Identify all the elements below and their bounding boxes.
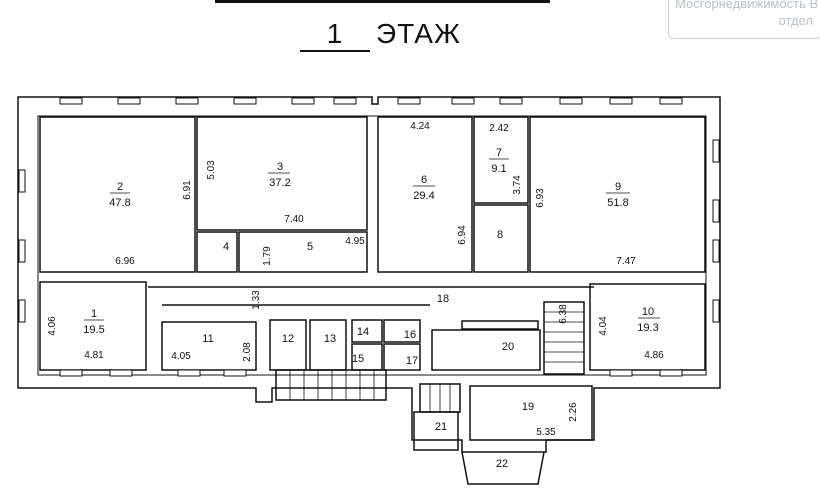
dim-6-91: 6.91 bbox=[182, 180, 193, 200]
room-1-area: 19.5 bbox=[83, 324, 104, 336]
room-9-outline bbox=[529, 116, 706, 273]
dim-3-74: 3.74 bbox=[512, 175, 523, 195]
room-16-number: 16 bbox=[404, 329, 416, 341]
room-20-number: 20 bbox=[502, 341, 514, 353]
dim-6-94: 6.94 bbox=[457, 225, 468, 245]
room-4-number: 4 bbox=[223, 241, 229, 253]
dim-1-33: 1.33 bbox=[251, 290, 262, 310]
dim-4-81: 4.81 bbox=[84, 350, 104, 361]
room-22-number: 22 bbox=[496, 458, 508, 470]
room-19-number: 19 bbox=[522, 401, 534, 413]
floor-number: 1 bbox=[300, 18, 370, 52]
room-10-outline bbox=[589, 283, 706, 371]
room-21-number: 21 bbox=[435, 421, 447, 433]
room-2-number: 2 bbox=[117, 181, 123, 193]
room-8-number: 8 bbox=[497, 229, 503, 241]
room-15-number: 15 bbox=[352, 353, 364, 365]
dim-4-05: 4.05 bbox=[171, 351, 191, 362]
room-8-outline bbox=[473, 204, 529, 273]
dim-6-38: 6.38 bbox=[558, 304, 569, 324]
room-4-outline bbox=[196, 231, 238, 273]
room-3-area: 37.2 bbox=[269, 177, 290, 189]
room-12-outline bbox=[269, 319, 307, 371]
room-18-number: 18 bbox=[437, 293, 449, 305]
room-1-number: 1 bbox=[91, 308, 97, 320]
stairs-main bbox=[543, 301, 585, 375]
room-1-outline bbox=[39, 281, 147, 371]
room-13-outline bbox=[309, 319, 347, 371]
room-16-outline bbox=[383, 319, 421, 343]
top-rule-line bbox=[215, 0, 550, 3]
dim-6-93: 6.93 bbox=[535, 188, 546, 208]
dim-5-03: 5.03 bbox=[206, 160, 217, 180]
dim-4-04: 4.04 bbox=[598, 316, 609, 336]
room-19-outline bbox=[469, 385, 593, 441]
room-7-area: 9.1 bbox=[491, 163, 506, 175]
room-17-outline bbox=[383, 343, 421, 371]
room-13-number: 13 bbox=[324, 333, 336, 345]
room-6-area: 29.4 bbox=[413, 190, 434, 202]
room-7-number: 7 bbox=[496, 147, 502, 159]
room-3-number: 3 bbox=[277, 161, 283, 173]
stamp-line-1: Мосгорнедвижимость В bbox=[675, 0, 819, 11]
room-5-outline bbox=[238, 231, 368, 273]
dim-7-40: 7.40 bbox=[284, 214, 304, 225]
room-6-outline bbox=[377, 116, 473, 273]
dim-4-06: 4.06 bbox=[47, 316, 58, 336]
room-11-outline bbox=[161, 321, 257, 371]
room-11-number: 11 bbox=[202, 333, 213, 345]
outer-wall bbox=[17, 96, 721, 453]
room-3-outline bbox=[196, 116, 368, 231]
stair-treads bbox=[289, 311, 584, 412]
room-9-area: 51.8 bbox=[607, 197, 628, 209]
dim-2-08: 2.08 bbox=[242, 342, 253, 362]
room-5-number: 5 bbox=[307, 241, 313, 253]
dim-1-79: 1.79 bbox=[262, 246, 273, 266]
area-fraction-bars bbox=[84, 158, 660, 321]
room-20-outline bbox=[431, 329, 541, 371]
dim-2-26: 2.26 bbox=[568, 402, 579, 422]
room-9-number: 9 bbox=[615, 181, 621, 193]
room-14-outline bbox=[351, 319, 383, 343]
stairs-lower bbox=[275, 369, 387, 401]
dim-7-47: 7.47 bbox=[616, 256, 636, 267]
room-14-number: 14 bbox=[357, 326, 369, 338]
faded-stamp: Мосгорнедвижимость В отдел bbox=[668, 0, 820, 39]
dim-2-42: 2.42 bbox=[489, 123, 509, 134]
dim-4-86: 4.86 bbox=[644, 350, 664, 361]
entrance-porch bbox=[461, 451, 545, 485]
room-7-outline bbox=[473, 116, 529, 204]
room-12-number: 12 bbox=[282, 333, 294, 345]
dim-5-35: 5.35 bbox=[536, 427, 556, 438]
inner-wall bbox=[37, 115, 707, 376]
room-2-outline bbox=[39, 116, 196, 273]
stamp-line-2: отдел bbox=[778, 13, 813, 28]
room-17-number: 17 bbox=[406, 355, 418, 367]
room-2-area: 47.8 bbox=[109, 197, 130, 209]
dim-4-24: 4.24 bbox=[410, 121, 430, 132]
room-6-number: 6 bbox=[421, 174, 427, 186]
floor-label: ЭТАЖ bbox=[376, 18, 461, 49]
dim-6-96: 6.96 bbox=[115, 256, 135, 267]
windows bbox=[18, 97, 720, 377]
room-10-number: 10 bbox=[642, 306, 654, 318]
dim-4-95: 4.95 bbox=[345, 236, 365, 247]
counter-outline bbox=[461, 320, 539, 330]
room-10-area: 19.3 bbox=[637, 322, 658, 334]
